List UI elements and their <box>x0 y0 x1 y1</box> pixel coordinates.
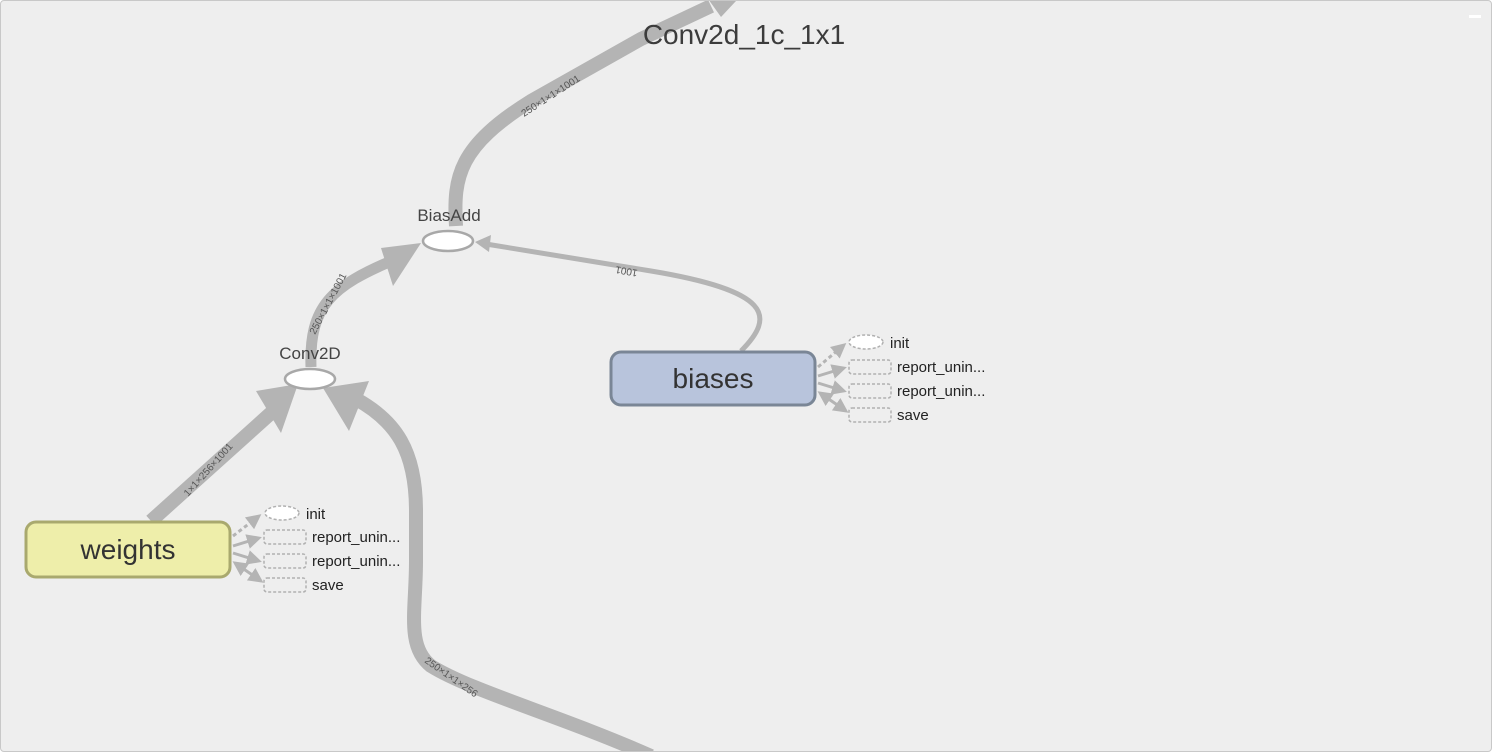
biases-node-box <box>609 350 817 407</box>
op-label-conv2d: Conv2D <box>279 344 340 363</box>
edge-label-biases-to-biasadd: 1001 <box>614 263 638 278</box>
biases-aux-report2-node[interactable] <box>848 383 892 399</box>
weights-node-box <box>24 520 232 579</box>
edge-conv-to-biasadd-arrow <box>381 243 421 286</box>
biases-aux-report2-label: report_unin... <box>897 383 985 400</box>
edge-weights-to-conv-arrow <box>256 384 298 433</box>
edge-biasadd-out <box>448 1 714 227</box>
weights-aux-report1-label: report_unin... <box>312 529 400 546</box>
biases-aux-edges <box>817 343 849 413</box>
biases-aux-init-label: init <box>890 335 910 352</box>
edge-label-conv-to-biasadd: 250×1×1×1001 <box>308 271 350 336</box>
op-label-biasadd: BiasAdd <box>417 206 480 225</box>
weights-aux-edges <box>232 514 264 583</box>
weights-aux-save-node[interactable] <box>263 577 307 593</box>
op-node-biasadd[interactable] <box>421 229 475 253</box>
edge-biases-to-biasadd-arrow <box>475 235 491 252</box>
weights-aux-save-label: save <box>312 577 344 594</box>
weights-aux-init-label: init <box>306 506 326 523</box>
weights-aux-report2-label: report_unin... <box>312 553 400 570</box>
biases-label: biases <box>673 363 754 394</box>
edge-input-to-conv <box>352 392 654 751</box>
weights-aux-init-node[interactable] <box>264 505 300 521</box>
biases-aux-save-node[interactable] <box>848 407 892 423</box>
edge-weights-to-conv <box>146 407 276 527</box>
biases-aux-report1-label: report_unin... <box>897 359 985 376</box>
edge-label-input-to-conv: 250×1×1×256 <box>422 655 479 700</box>
edge-input-to-conv-arrow <box>323 381 369 431</box>
edge-conv-to-biasadd <box>305 253 399 368</box>
edge-biases-to-biasadd <box>485 241 763 353</box>
biases-aux-init-node[interactable] <box>848 334 884 350</box>
biases-aux-report1-node[interactable] <box>848 359 892 375</box>
collapse-button[interactable] <box>1469 15 1481 23</box>
biases-aux-save-label: save <box>897 407 929 424</box>
minus-icon <box>1469 15 1481 18</box>
op-node-conv2d[interactable] <box>283 367 337 391</box>
weights-label: weights <box>80 534 176 565</box>
weights-aux-report2-node[interactable] <box>263 553 307 569</box>
group-title: Conv2d_1c_1x1 <box>643 19 845 50</box>
edge-biasadd-out-arrow <box>709 1 736 17</box>
edge-label-weights-to-conv: 1×1×256×1001 <box>182 441 236 499</box>
weights-variable[interactable]: weights <box>24 520 232 579</box>
biases-variable[interactable]: biases <box>609 350 817 407</box>
weights-aux-report1-node[interactable] <box>263 529 307 545</box>
